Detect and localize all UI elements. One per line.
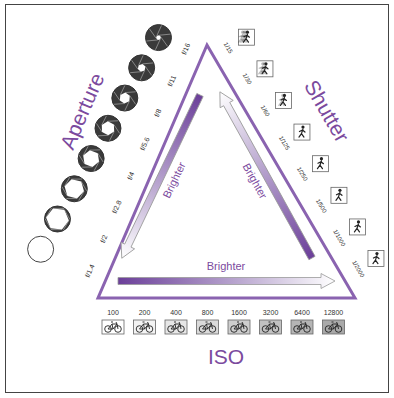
iso-icon — [323, 320, 345, 334]
shutter-icon — [238, 29, 254, 45]
aperture-icon — [44, 206, 70, 232]
arrow-label: Brighter — [207, 260, 246, 272]
icons — [28, 25, 384, 334]
iso-value-label: 100 — [107, 309, 119, 317]
shutter-icon — [294, 124, 310, 140]
triangle — [98, 45, 355, 298]
iso-icon — [291, 320, 313, 334]
shutter-icon — [275, 92, 291, 108]
iso-value-label: 200 — [139, 309, 151, 317]
iso-icon — [260, 320, 282, 334]
aperture-icon — [129, 55, 155, 81]
aperture-icon — [78, 146, 104, 172]
iso-icon — [134, 320, 156, 334]
shutter-arrow — [213, 88, 318, 261]
shutter-icon — [312, 156, 328, 172]
frame — [6, 5, 389, 393]
aperture-icon — [28, 236, 54, 262]
shutter-icon — [331, 187, 347, 203]
iso-value-label: 1600 — [231, 309, 247, 317]
iso-value-label: 800 — [202, 309, 214, 317]
iso-value-label: 400 — [170, 309, 182, 317]
iso-value-label: 6400 — [294, 309, 310, 317]
iso-icon — [197, 320, 219, 334]
shutter-icon — [257, 61, 273, 77]
aperture-icon — [61, 176, 87, 202]
shutter-icon — [349, 219, 365, 235]
iso-value-label: 3200 — [263, 309, 279, 317]
iso-value-label: 12800 — [324, 309, 343, 317]
aperture-icon — [112, 85, 138, 111]
iso-icon — [228, 320, 250, 334]
iso-icon — [102, 320, 124, 334]
shutter-icon — [368, 251, 384, 267]
iso-arrow — [118, 274, 335, 289]
iso-icon — [165, 320, 187, 334]
aperture-arrow — [115, 92, 207, 262]
aperture-icon — [145, 25, 171, 51]
axis-title: ISO — [208, 345, 244, 368]
aperture-icon — [95, 115, 121, 141]
